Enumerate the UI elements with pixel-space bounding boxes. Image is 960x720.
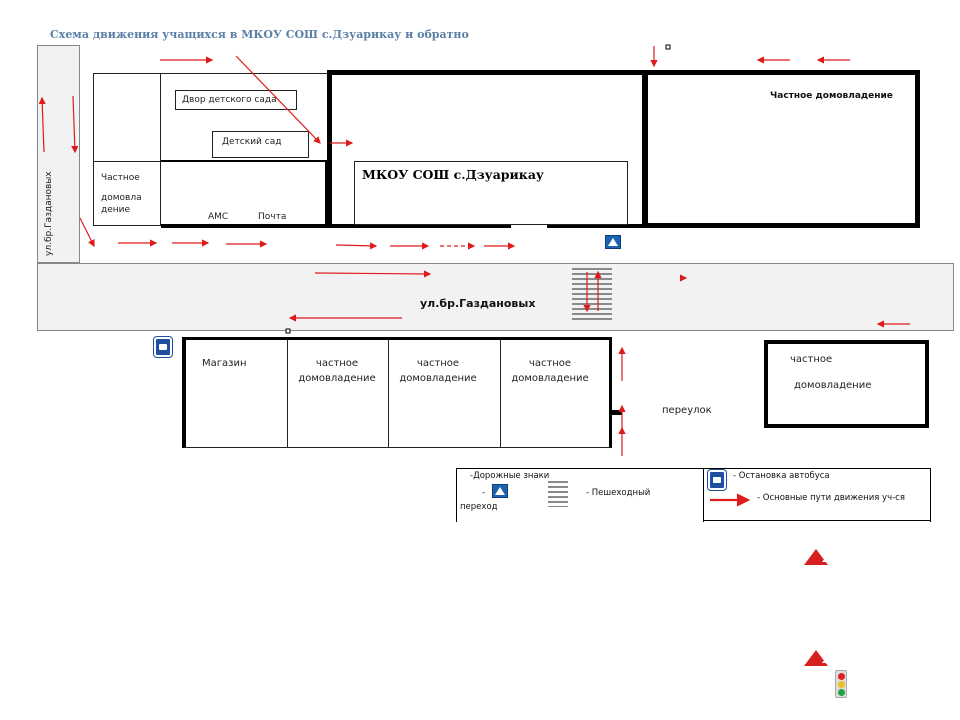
legend-pedestrian-sign-icon [492,484,508,498]
kindergarten-yard-label: Двор детского сада [182,95,277,105]
private-house-1: частное домовладение [287,356,387,386]
map-title: Схема движения учащихся в МКОУ СОШ с.Дзу… [50,28,469,41]
private-house-bottom-right: частное домовладение [764,340,929,428]
school-fence-right [547,224,647,228]
school-label: МКОУ СОШ с.Дзуарикау [362,167,544,182]
route-arrow [71,95,79,154]
school-building: МКОУ СОШ с.Дзуарикау [354,161,628,225]
private-house-2-line2: домовладение [399,373,477,384]
legend-underline [703,520,931,521]
private-house-left-line1: Частное [101,173,140,183]
lane-gate [612,410,622,415]
private-house-3-line1: частное [528,358,572,369]
pedestrian-crossing-sign-icon [605,235,621,249]
ams-post-building [161,160,327,226]
vertical-street [37,45,80,263]
shop-label: Магазин [202,358,247,369]
kindergarten-label: Детский сад [222,137,282,147]
lower-divider-1 [287,340,288,448]
ams-label: АМС [208,212,229,222]
private-house-br-line2: домовладение [794,380,872,391]
block-divider-h [93,161,161,162]
legend [456,468,931,522]
legend-bus-stop: - Остановка автобуса [733,471,830,481]
private-house-1-line1: частное [315,358,359,369]
legend-pedestrian: - Пешеходный [586,488,651,498]
map-marker [665,44,671,50]
lane-label: переулок [662,405,712,416]
legend-divider [703,468,704,522]
legend-dash: - [482,488,486,498]
map-marker [285,328,291,334]
traffic-light-icon [835,670,847,698]
private-house-br-line1: частное [790,354,833,365]
private-house-top-right: Частное домовладение [643,70,920,228]
legend-crossing-word: переход [460,502,498,512]
main-street [37,263,954,331]
block-lower [182,337,612,448]
route-arrow [38,96,46,153]
private-house-left-line2: домовла [101,193,142,203]
private-house-3-line2: домовладение [511,373,589,384]
school-fence-left [327,224,511,228]
lower-divider-3 [500,340,501,448]
private-house-left: Частное домовла дение [101,168,142,220]
zebra-crossing-icon [572,268,612,320]
lower-divider-2 [388,340,389,448]
private-house-2: частное домовладение [388,356,488,386]
private-house-top-right-label: Частное домовладение [770,91,893,101]
private-house-3: частное домовладение [500,356,600,386]
legend-zebra-icon [548,481,568,507]
post-label: Почта [258,212,287,222]
kindergarten: Детский сад [212,131,309,158]
route-arrow [79,217,95,248]
main-street-label: ул.бр.Газдановых [420,297,536,310]
children-warning-sign-icon [804,549,834,565]
private-house-2-line1: частное [416,358,460,369]
legend-road-signs: -Дорожные знаки [470,471,550,481]
kindergarten-yard: Двор детского сада [175,90,297,110]
route-arrow [235,55,321,144]
private-house-left-line3: дение [101,205,131,215]
block-divider [160,73,161,226]
route-arrow [335,242,378,250]
children-warning-sign-icon-2 [804,650,834,666]
bus-stop-icon [153,336,173,358]
private-house-1-line2: домовладение [298,373,376,384]
legend-paths: - Основные пути движения уч-ся [757,493,905,503]
ams-post-wall [161,224,329,228]
route-arrow [314,270,432,278]
legend-bus-stop-icon [707,469,727,491]
